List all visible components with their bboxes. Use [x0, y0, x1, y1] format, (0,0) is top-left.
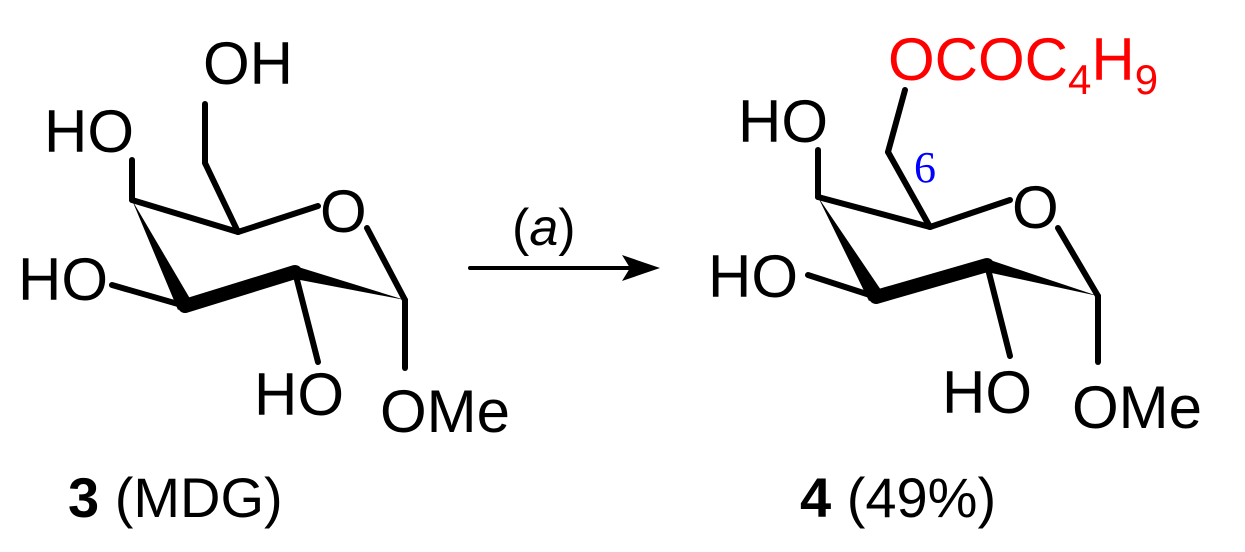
product-caption: 4 (49%): [800, 466, 996, 529]
arrow-head: [622, 255, 660, 281]
bond-ring-o-c1: [364, 225, 408, 303]
reactant-structure: OH HO O HO HO OMe: [18, 30, 510, 445]
ester-h: H: [1091, 26, 1134, 93]
reactant-number: 3: [68, 466, 99, 529]
atom-label-ho-middle: HO: [18, 246, 108, 313]
reagent-open-paren: (: [512, 199, 530, 257]
atom-label-ho-lower: HO: [942, 359, 1032, 426]
atom-label-ring-o: O: [1012, 174, 1059, 241]
ester-subscript-9: 9: [1135, 56, 1158, 103]
wedge-c2-c1: [987, 259, 1098, 296]
bond-c5-ring-o: [235, 203, 321, 235]
bond-ring-o-c1: [1055, 225, 1101, 299]
bond-c2-oh: [984, 262, 1013, 359]
atom-label-ring-o: O: [320, 178, 367, 245]
reagent-label: (a): [512, 199, 576, 257]
wedge-c2-c1: [295, 266, 405, 300]
product-number: 4: [800, 466, 831, 529]
atom-label-ome: OMe: [1072, 374, 1202, 441]
atom-label-ho-middle: HO: [708, 243, 798, 310]
ester-main: OCOC: [888, 26, 1068, 93]
atom-label-ho-upper: HO: [738, 88, 828, 155]
reactant-caption: 3 (MDG): [68, 466, 283, 529]
position-label-6: 6: [914, 143, 936, 192]
ester-group-label: OCOC4H9: [888, 26, 1158, 103]
atom-label-ho-lower: HO: [254, 361, 344, 428]
bond-ester-o-c6: [885, 87, 908, 155]
bond-c4-c5: [129, 197, 241, 235]
reagent-close-paren: ): [558, 199, 575, 257]
ester-subscript-4: 4: [1068, 56, 1091, 103]
bond-c3-c2-bold: [178, 265, 302, 313]
product-structure: OCOC4H9 6 HO O HO HO OMe: [708, 26, 1202, 441]
reaction-arrow: [468, 255, 660, 281]
atom-label-oh-top: OH: [203, 30, 293, 97]
atom-label-ome: OMe: [380, 378, 510, 445]
reactant-name: (MDG): [115, 466, 283, 529]
reagent-letter: a: [529, 199, 558, 257]
bond-c5-ring-o: [927, 197, 1013, 230]
bond-c3-c2-bold: [869, 258, 994, 304]
bond-c3-oh: [805, 272, 879, 300]
product-yield: (49%): [847, 466, 996, 529]
atom-label-ho-upper: HO: [44, 98, 134, 165]
wedge-c4-c3: [132, 200, 192, 310]
bond-c6-c5: [885, 149, 933, 230]
bond-c4-c5: [815, 194, 933, 230]
bond-c3-oh: [109, 282, 188, 309]
bond-c2-oh: [292, 269, 321, 365]
wedge-c4-c3: [818, 197, 883, 301]
bond-c5-c6: [202, 160, 241, 235]
